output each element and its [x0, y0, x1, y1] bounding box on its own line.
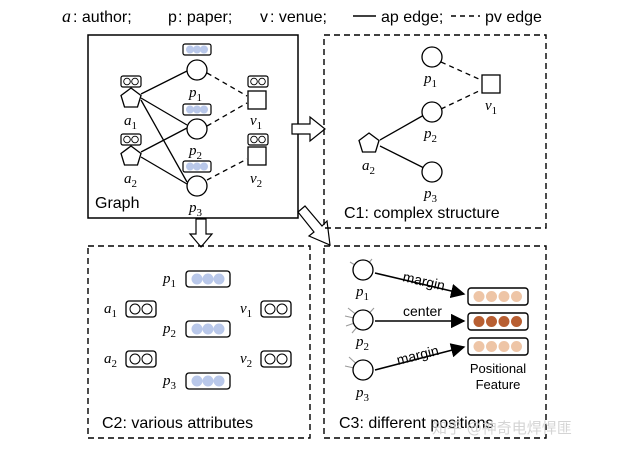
- c2-attr-p2: [185, 320, 231, 338]
- legend-p-text: : paper;: [178, 9, 232, 26]
- c1-node-v1: [481, 74, 501, 94]
- graph-node-v1: [247, 90, 267, 110]
- c3-panel-title: C3: different positions: [339, 415, 493, 432]
- c3-arrow-top: [374, 272, 466, 299]
- c3-arrow-bottom: [374, 343, 466, 371]
- c3-node-p2: [352, 309, 374, 331]
- c2-attr-v2: [260, 350, 292, 368]
- c2-panel-border: [87, 245, 311, 439]
- c1-panel-title: C1: complex structure: [344, 205, 500, 222]
- legend-v-text: : venue;: [270, 9, 327, 26]
- legend-pv-text: pv edge: [485, 9, 542, 26]
- graph-attr-a1: [120, 75, 142, 88]
- graph-attr-a2: [120, 133, 142, 146]
- graph-label-v2: v2: [250, 171, 262, 190]
- legend: a : author; p : paper; v : venue; ap edg…: [62, 6, 542, 26]
- c3-feature-bottom: [467, 337, 529, 356]
- graph-node-v2: [247, 146, 267, 166]
- graph-label-v1: v1: [250, 113, 262, 132]
- arrow-to-c1: [291, 115, 326, 143]
- graph-label-a1: a1: [124, 113, 137, 132]
- watermark-text: 知乎 @神奇电焊悍匪: [432, 419, 572, 437]
- c3-label-margin-bottom: margin: [395, 342, 440, 368]
- c2-attr-v1: [260, 300, 292, 318]
- graph-attr-v1: [247, 75, 269, 88]
- graph-label-p2: p2: [188, 143, 202, 162]
- c3-node-p3: [352, 359, 374, 381]
- graph-attr-p1: [182, 43, 212, 56]
- graph-label-p1: p1: [188, 85, 202, 104]
- graph-attr-p3: [182, 160, 212, 173]
- c1-panel: a2 p1 p2 p3 v1 C1: complex structure: [323, 34, 547, 229]
- c3-panel: p1 p2 p3 margin center margin Positional…: [323, 245, 547, 439]
- c2-label-p1: p1: [162, 271, 176, 290]
- c2-label-v2: v2: [240, 351, 252, 370]
- c2-panel-title: C2: various attributes: [102, 415, 253, 432]
- c3-feature-label-line2: Feature: [476, 377, 521, 392]
- c1-label-p2: p2: [423, 126, 437, 145]
- c2-label-v1: v1: [240, 301, 252, 320]
- c1-node-p1: [421, 46, 443, 68]
- c3-panel-border: [323, 245, 547, 439]
- c2-attr-a2: [125, 350, 157, 368]
- c2-attr-a1: [125, 300, 157, 318]
- c2-label-p2: p2: [162, 321, 176, 340]
- c1-node-p3: [421, 161, 443, 183]
- c3-label-p1: p1: [355, 284, 369, 303]
- graph-label-a2: a2: [124, 171, 137, 190]
- c3-feature-top: [467, 287, 529, 306]
- c1-node-a2: [358, 132, 380, 153]
- graph-label-p3: p3: [188, 200, 203, 219]
- graph-panel: a1 a2 p1 p2 p3 v1 v2 Graph: [87, 34, 299, 219]
- c2-attr-p1: [185, 270, 231, 288]
- graph-node-a1: [120, 87, 142, 108]
- graph-node-p3: [186, 175, 208, 197]
- c2-label-a2: a2: [104, 351, 117, 370]
- c3-label-p2: p2: [355, 334, 369, 353]
- c1-node-p2: [421, 101, 443, 123]
- arrow-to-c3: [297, 205, 331, 246]
- legend-ap-text: ap edge;: [381, 9, 443, 26]
- c3-label-margin-top: margin: [401, 268, 446, 293]
- c3-feature-center: [467, 312, 529, 331]
- c2-label-a1: a1: [104, 301, 117, 320]
- c3-feature-label-line1: Positional: [470, 361, 526, 376]
- graph-panel-title: Graph: [95, 195, 139, 212]
- c3-label-p3: p3: [355, 385, 370, 404]
- c3-node-p1: [352, 259, 374, 281]
- c2-label-p3: p3: [162, 373, 177, 392]
- c1-label-p1: p1: [423, 71, 437, 90]
- c1-label-v1: v1: [485, 98, 497, 117]
- c2-panel: p1 p2 p3 a1 a2 v1 v2: [87, 245, 311, 439]
- graph-attr-v2: [247, 133, 269, 146]
- c2-attr-p3: [185, 372, 231, 390]
- arrow-to-c2: [188, 218, 214, 248]
- c3-label-center: center: [403, 303, 442, 319]
- legend-a-symbol: a: [62, 6, 71, 26]
- c1-label-p3: p3: [423, 186, 438, 205]
- graph-attr-p2: [182, 103, 212, 116]
- legend-p-symbol: p: [168, 9, 177, 26]
- graph-node-p2: [186, 118, 208, 140]
- c1-label-a2: a2: [362, 158, 375, 177]
- c1-panel-border: [323, 34, 547, 229]
- graph-node-p1: [186, 59, 208, 81]
- graph-node-a2: [120, 145, 142, 166]
- legend-a-text: : author;: [73, 9, 132, 26]
- legend-v-symbol: v: [260, 9, 268, 26]
- graph-edges: [140, 70, 248, 185]
